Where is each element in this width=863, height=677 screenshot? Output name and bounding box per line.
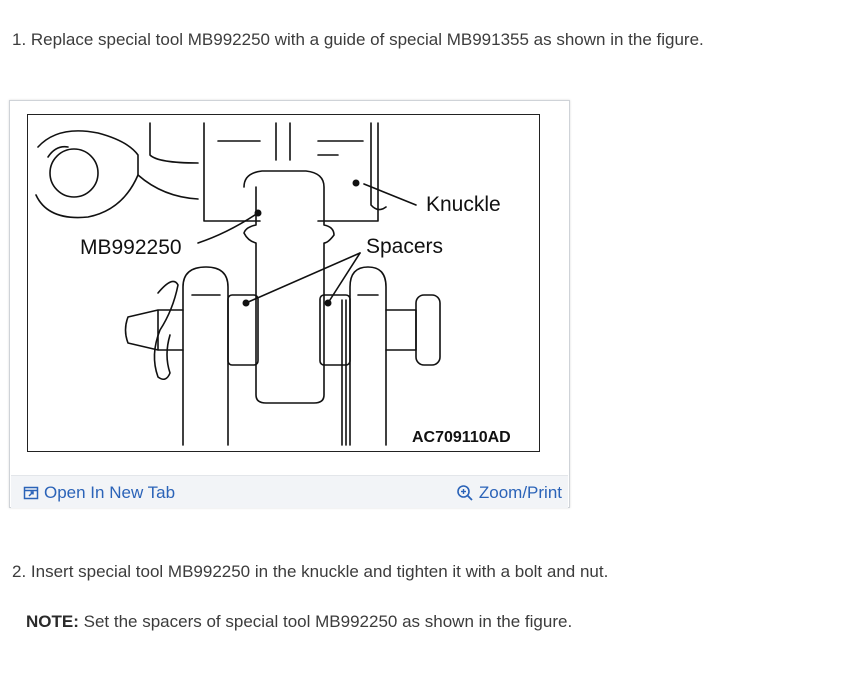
figure-code: AC709110AD (412, 429, 511, 446)
step-2-text: 2. Insert special tool MB992250 in the k… (12, 562, 609, 581)
knuckle-hole (49, 148, 99, 198)
note: NOTE: Set the spacers of special tool MB… (26, 612, 572, 632)
note-label: NOTE: (26, 612, 79, 631)
label-spacers: Spacers (366, 235, 444, 258)
note-text: Set the spacers of special tool MB992250… (78, 612, 573, 631)
open-new-tab-icon (23, 486, 39, 500)
fork-right (349, 266, 387, 446)
knuckle-arm (35, 130, 139, 219)
spacer-left (227, 294, 259, 366)
figure-toolbar: Open In New Tab Zoom/Print (11, 475, 568, 508)
label-knuckle: Knuckle (426, 193, 501, 216)
lock-pin (153, 280, 179, 381)
bolt-head (124, 309, 184, 351)
label-mb992250: MB992250 (80, 236, 182, 259)
nut (415, 294, 441, 366)
tool-diagram (35, 122, 441, 446)
figure-illustration: Knuckle MB992250 Spacers AC709110AD (27, 114, 540, 452)
figure-card: Knuckle MB992250 Spacers AC709110AD Open… (9, 100, 570, 508)
fork-left (182, 266, 229, 446)
open-in-new-tab-label: Open In New Tab (44, 483, 176, 502)
zoom-print-label: Zoom/Print (478, 483, 562, 502)
zoom-print-link[interactable]: Zoom/Print (456, 483, 562, 503)
zoom-in-icon (457, 485, 473, 501)
step-1-text: 1. Replace special tool MB992250 with a … (12, 30, 704, 49)
open-in-new-tab-link[interactable]: Open In New Tab (23, 483, 175, 503)
